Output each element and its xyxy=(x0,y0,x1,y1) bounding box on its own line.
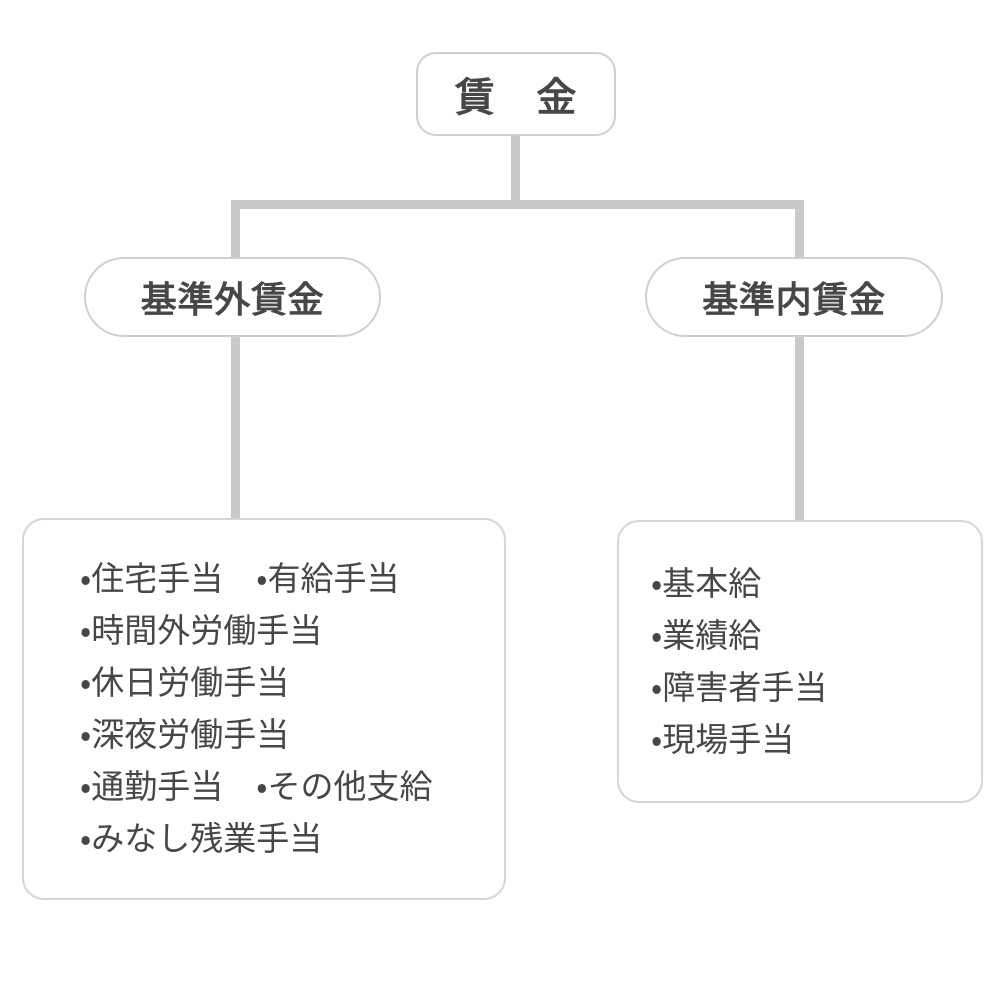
connector-root-stem xyxy=(511,134,520,204)
connector-right-drop xyxy=(795,200,804,260)
list-item: ・通勤手当 ・その他支給 xyxy=(80,768,433,805)
list-item: ・みなし残業手当 xyxy=(80,820,323,857)
list-item: ・業績給 xyxy=(651,616,762,654)
connector-right-to-list xyxy=(795,334,804,522)
list-item: ・基本給 xyxy=(651,564,762,602)
node-root-label: 賃 金 xyxy=(454,76,578,120)
list-item: ・休日労働手当 xyxy=(80,664,290,701)
connector-left-drop xyxy=(231,200,240,260)
node-standard-wage-label: 基準内賃金 xyxy=(702,279,886,320)
connector-horizontal-bar xyxy=(231,200,804,209)
node-root-wage: 賃 金 xyxy=(416,52,616,136)
list-item: ・時間外労働手当 xyxy=(80,612,323,649)
list-item: ・現場手当 xyxy=(651,720,795,758)
node-standard-wage: 基準内賃金 xyxy=(645,257,943,337)
node-non-standard-wage-label: 基準外賃金 xyxy=(140,279,325,320)
list-item: ・深夜労働手当 xyxy=(80,716,290,753)
list-item: ・障害者手当 xyxy=(651,668,828,706)
list-box-standard-wage-items: ・基本給 ・業績給 ・障害者手当 ・現場手当 xyxy=(617,520,983,803)
node-non-standard-wage: 基準外賃金 xyxy=(84,257,381,337)
connector-left-to-list xyxy=(231,334,240,522)
list-item: ・住宅手当 ・有給手当 xyxy=(80,560,400,597)
list-box-non-standard-wage-items: ・住宅手当 ・有給手当 ・時間外労働手当 ・休日労働手当 ・深夜労働手当 ・通勤… xyxy=(22,518,506,900)
